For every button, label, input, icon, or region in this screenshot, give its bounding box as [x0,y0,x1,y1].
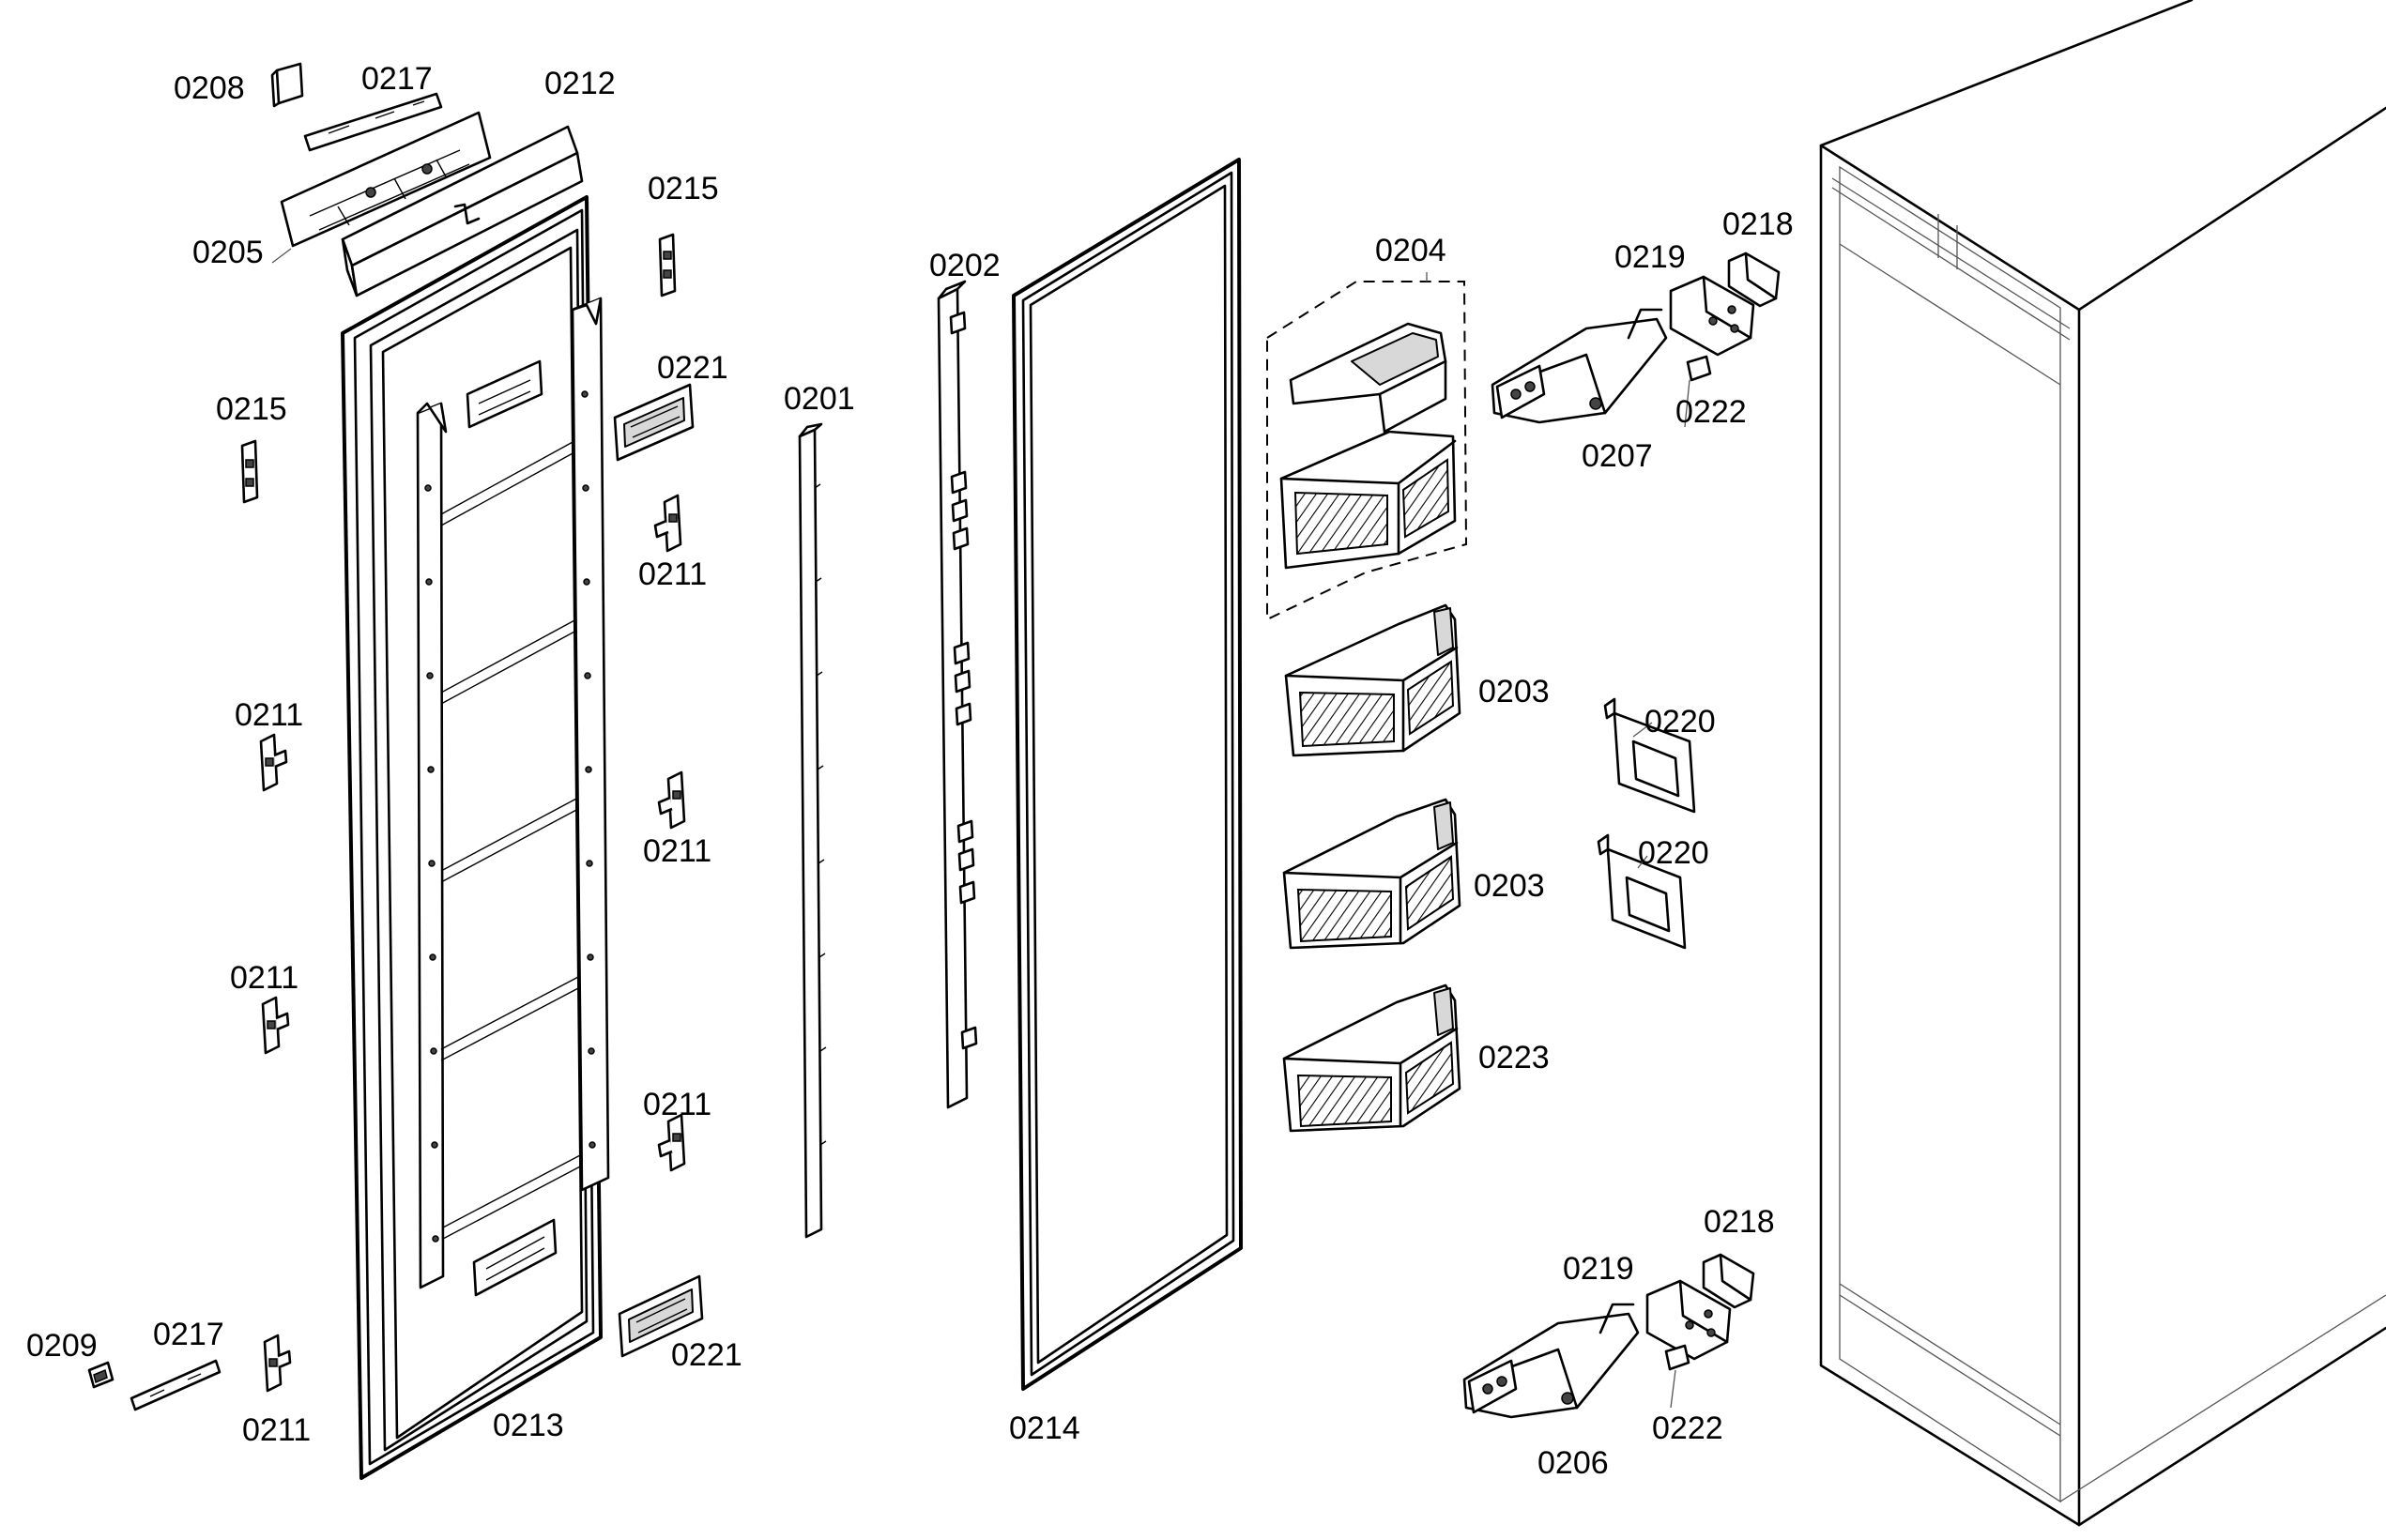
part-0207-hinge-upper [1491,308,1668,424]
part-0202-profile [937,280,978,1109]
part-0220-plate-a [1603,697,1696,814]
part-0212-top-cover [341,125,584,297]
label-0203-a: 0203 [1478,674,1550,709]
label-0222-top: 0222 [1675,394,1747,430]
part-0218-bracket-upper [1727,252,1781,308]
part-0211-clip-f [263,1334,292,1393]
label-0221-top: 0221 [657,350,728,386]
label-0220-b: 0220 [1638,835,1709,871]
label-0211-a: 0211 [638,557,707,592]
label-0211-d: 0211 [230,960,298,996]
part-0221-handle-bottom [618,1274,704,1358]
label-0219-bottom: 0219 [1563,1251,1634,1287]
label-0205: 0205 [192,235,264,270]
part-0221-handle-top [613,383,695,462]
label-0202: 0202 [929,248,1001,283]
part-0213-door-frame [341,195,610,1480]
part-0215-clip-left [240,439,259,504]
part-0223-basket [1282,983,1461,1133]
part-0203-basket-b [1282,798,1461,950]
label-0218-bottom: 0218 [1704,1204,1775,1240]
label-0213: 0213 [493,1408,564,1443]
part-0220-plate-b [1597,833,1687,950]
label-0217-bottom: 0217 [153,1317,224,1352]
label-0215-right: 0215 [648,171,719,206]
part-0203-basket-a [1284,603,1461,757]
rail-holes [424,390,596,1243]
label-0220-a: 0220 [1644,704,1716,740]
part-labels: 0208 0217 0212 0205 0215 0215 0221 0201 … [26,61,1794,1481]
part-0222-pad-upper [1686,355,1712,382]
part-0204-bin-assembly [1266,281,1468,621]
label-0204: 0204 [1375,233,1446,268]
label-0215-left: 0215 [216,391,287,427]
label-0223: 0223 [1478,1040,1550,1075]
label-0211-b: 0211 [235,697,303,733]
label-0209: 0209 [26,1328,98,1364]
part-0205-hinge-plate [280,111,492,248]
part-0211-clip-a [653,494,682,553]
part-0211-clip-c [657,770,686,830]
part-0211-clip-b [259,733,288,792]
part-0217-strip-bottom [130,1359,222,1411]
label-0207: 0207 [1582,438,1653,474]
label-0211-c: 0211 [643,833,711,869]
label-0221-bottom: 0221 [671,1337,742,1373]
label-0217-top: 0217 [361,61,433,97]
part-0217-strip-top [303,92,443,152]
part-0211-clip-e [657,1113,686,1172]
part-0209-clip [87,1361,115,1389]
label-0211-e: 0211 [643,1087,711,1122]
part-0214-door-gasket [1012,158,1243,1391]
label-0214: 0214 [1009,1410,1080,1446]
label-0211-f: 0211 [242,1412,311,1448]
part-0201-strip [798,422,827,1239]
label-0212: 0212 [544,66,616,101]
part-0218-bracket-lower [1702,1253,1755,1309]
part-0215-clip-right [658,233,677,297]
part-0208-cap [270,62,304,108]
label-0208: 0208 [174,70,245,106]
label-0222-bottom: 0222 [1652,1410,1723,1446]
cabinet-housing [1819,0,2386,1527]
leader-lines [271,248,1690,1409]
label-0206: 0206 [1537,1445,1609,1481]
label-0219-top: 0219 [1614,239,1686,275]
label-0218-top: 0218 [1722,206,1794,242]
part-0206-hinge-lower [1462,1303,1640,1419]
profile-tabs [949,311,978,1050]
part-0219-bracket-upper [1669,275,1755,357]
part-0219-bracket-lower [1645,1279,1732,1361]
part-0211-clip-d [261,996,290,1055]
label-0201: 0201 [784,381,855,417]
label-0203-b: 0203 [1474,868,1545,904]
part-0222-pad-lower [1664,1344,1690,1371]
